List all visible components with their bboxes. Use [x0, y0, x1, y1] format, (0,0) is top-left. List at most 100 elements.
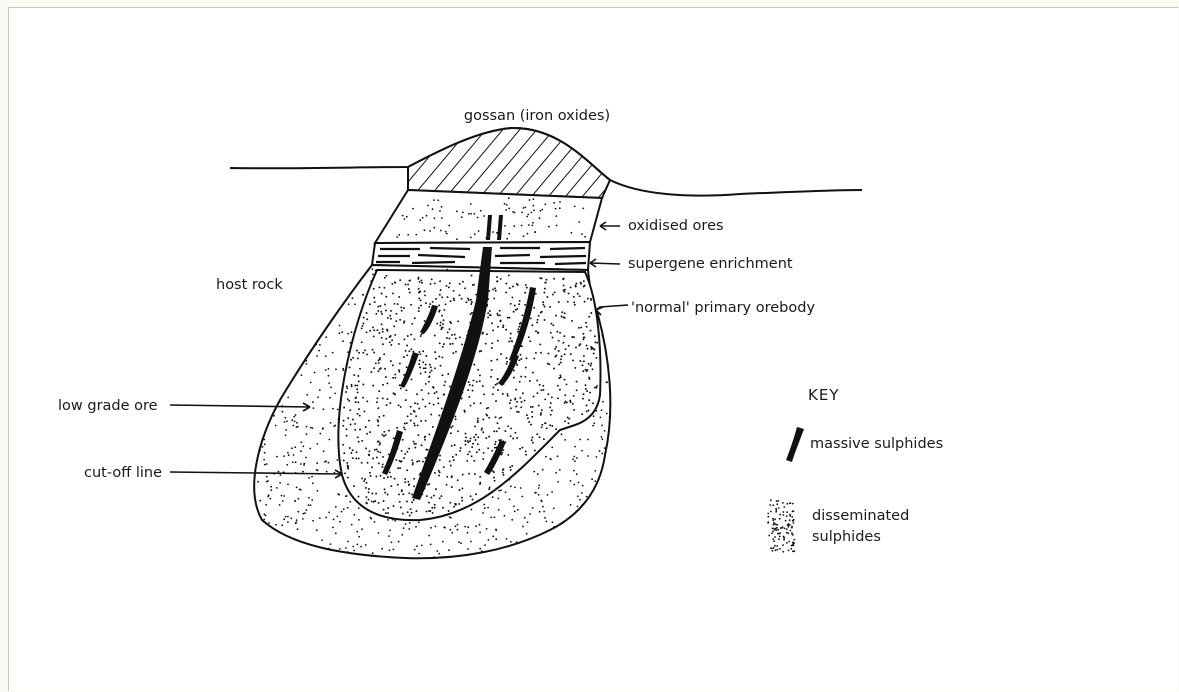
stipple-dot: [518, 411, 520, 413]
stipple-dot: [302, 471, 304, 473]
stipple-dot: [259, 450, 261, 452]
stipple-dot: [491, 450, 493, 452]
stipple-dot: [355, 458, 357, 460]
stipple-dot: [578, 221, 580, 223]
stipple-dot: [381, 337, 383, 339]
stipple-dot: [499, 320, 501, 322]
stipple-dot: [348, 303, 350, 305]
stipple-dot: [768, 535, 770, 537]
stipple-dot: [442, 323, 444, 325]
stipple-dot: [385, 376, 387, 378]
stipple-dot: [385, 434, 387, 436]
stipple-dot: [450, 432, 452, 434]
stipple-dot: [532, 442, 534, 444]
stipple-dot: [508, 208, 510, 210]
stipple-dot: [323, 450, 325, 452]
stipple-dot: [424, 439, 426, 441]
stipple-dot: [547, 494, 549, 496]
stipple-dot: [545, 456, 547, 458]
stipple-dot: [495, 416, 497, 418]
stipple-dot: [426, 215, 428, 217]
stipple-dot: [557, 385, 559, 387]
stipple-dot: [415, 526, 417, 528]
stipple-dot: [564, 312, 566, 314]
stipple-dot: [382, 328, 384, 330]
stipple-dot: [440, 365, 442, 367]
stipple-dot: [524, 400, 526, 402]
stipple-dot: [375, 476, 377, 478]
stipple-dot: [390, 485, 392, 487]
stipple-dot: [430, 283, 432, 285]
stipple-dot: [386, 329, 388, 331]
stipple-dot: [520, 487, 522, 489]
stipple-dot: [577, 495, 579, 497]
stipple-dot: [393, 505, 395, 507]
stipple-dot: [402, 439, 404, 441]
stipple-dot: [446, 476, 448, 478]
stipple-dot: [402, 215, 404, 217]
stipple-dot: [418, 460, 420, 462]
stipple-dot: [769, 504, 771, 506]
stipple-dot: [363, 480, 365, 482]
stipple-dot: [410, 378, 412, 380]
stipple-dot: [397, 467, 399, 469]
stipple-dot: [490, 360, 492, 362]
stipple-dot: [586, 496, 588, 498]
stipple-dot: [373, 335, 375, 337]
stipple-dot: [408, 492, 410, 494]
stipple-dot: [433, 199, 435, 201]
stipple-dot: [437, 397, 439, 399]
stipple-dot: [329, 397, 331, 399]
stipple-dot: [378, 532, 380, 534]
stipple-dot: [352, 449, 354, 451]
stipple-dot: [339, 332, 341, 334]
stipple-dot: [405, 389, 407, 391]
stipple-dot: [462, 212, 464, 214]
stipple-dot: [519, 300, 521, 302]
stipple-dot: [482, 512, 484, 514]
stipple-dot: [363, 410, 365, 412]
stipple-dot: [387, 476, 389, 478]
stipple-dot: [413, 478, 415, 480]
stipple-dot: [420, 333, 422, 335]
stipple-dot: [351, 331, 353, 333]
stipple-dot: [381, 434, 383, 436]
stipple-dot: [378, 502, 380, 504]
stipple-dot: [493, 297, 495, 299]
stipple-dot: [373, 367, 375, 369]
stipple-dot: [510, 485, 512, 487]
stipple-dot: [292, 425, 294, 427]
stipple-dot: [374, 449, 376, 451]
stipple-dot: [415, 234, 417, 236]
stipple-dot: [515, 389, 517, 391]
stipple-dot: [573, 456, 575, 458]
stipple-dot: [573, 470, 575, 472]
stipple-dot: [581, 413, 583, 415]
stipple-dot: [538, 405, 540, 407]
stipple-dot: [521, 225, 523, 227]
stipple-dot: [419, 281, 421, 283]
stipple-dot: [470, 437, 472, 439]
stipple-dot: [350, 424, 352, 426]
stipple-dot: [559, 469, 561, 471]
stipple-dot: [532, 205, 534, 207]
stipple-dot: [481, 427, 483, 429]
stipple-dot: [551, 447, 553, 449]
stipple-dot: [593, 415, 595, 417]
stipple-dot: [374, 521, 376, 523]
stipple-dot: [439, 342, 441, 344]
stipple-dot: [411, 323, 413, 325]
stipple-dot: [378, 390, 380, 392]
stipple-dot: [767, 513, 769, 515]
stipple-dot: [302, 446, 304, 448]
stipple-dot: [411, 494, 413, 496]
stipple-dot: [394, 478, 396, 480]
stipple-dot: [564, 317, 566, 319]
stipple-dot: [456, 210, 458, 212]
stipple-dot: [371, 466, 373, 468]
stipple-dot: [776, 545, 778, 547]
stipple-dot: [376, 329, 378, 331]
stipple-dot: [306, 433, 308, 435]
stipple-dot: [297, 426, 299, 428]
stipple-dot: [481, 429, 483, 431]
